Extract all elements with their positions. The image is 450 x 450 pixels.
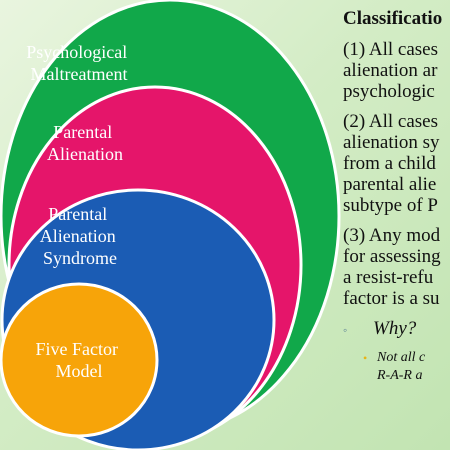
svg-text:Five Factor Model: Five Factor Model: [36, 339, 123, 381]
point-line: (1) All cases: [343, 39, 438, 60]
why-bullet: ◦ Why?: [343, 318, 450, 341]
point-line: psychologic: [343, 81, 435, 102]
point-line: (3) Any mod: [343, 225, 441, 246]
sub-bullet-line: Not all c: [377, 349, 426, 365]
point-line: alienation ar: [343, 60, 438, 81]
ring-label-line: Five Factor: [36, 339, 119, 359]
ring-label-line: Syndrome: [43, 248, 117, 268]
ring-label-line: Parental: [48, 204, 107, 224]
point-line: factor is a su: [343, 288, 440, 309]
bullet-text: Why?: [373, 318, 417, 339]
point-line: for assessing: [343, 246, 441, 267]
ring-label-line: Alienation: [40, 226, 116, 246]
ring-label-line: Psychological: [26, 42, 127, 62]
svg-text:Psychological Maltreatme: Psychological Maltreatment: [26, 42, 132, 84]
dot-bullet-icon: •: [363, 350, 368, 365]
svg-text:Parental Alienation: Parental Alienation Syndrome: [40, 204, 120, 268]
point-1: (1) All cases alienation ar psychologic: [343, 39, 450, 102]
hollow-bullet-icon: ◦: [343, 322, 348, 337]
point-line: alienation sy: [343, 132, 440, 153]
point-line: (2) All cases: [343, 111, 438, 132]
sub-bullet: • Not all c R-A-R a: [343, 349, 450, 385]
point-line: parental alie: [343, 174, 437, 195]
point-2: (2) All cases alienation sy from a child…: [343, 111, 450, 216]
ring-label-line: Parental: [53, 122, 112, 142]
point-line: subtype of P: [343, 195, 438, 216]
ring-label-line: Alienation: [47, 144, 123, 164]
point-line: a resist-refu: [343, 267, 434, 288]
classification-text-panel: Classificatio (1) All cases alienation a…: [343, 8, 450, 385]
ring-label-line: Maltreatment: [31, 64, 128, 84]
ring-five-factor-model: Five Factor Model: [0, 282, 159, 438]
point-3: (3) Any mod for assessing a resist-refu …: [343, 225, 450, 309]
point-line: from a child: [343, 153, 436, 174]
panel-heading: Classificatio: [343, 8, 443, 29]
svg-text:Parental Alienation: Parental Alienation: [47, 122, 123, 164]
ring-label-line: Model: [56, 361, 103, 381]
sub-bullet-line: R-A-R a: [377, 367, 423, 383]
